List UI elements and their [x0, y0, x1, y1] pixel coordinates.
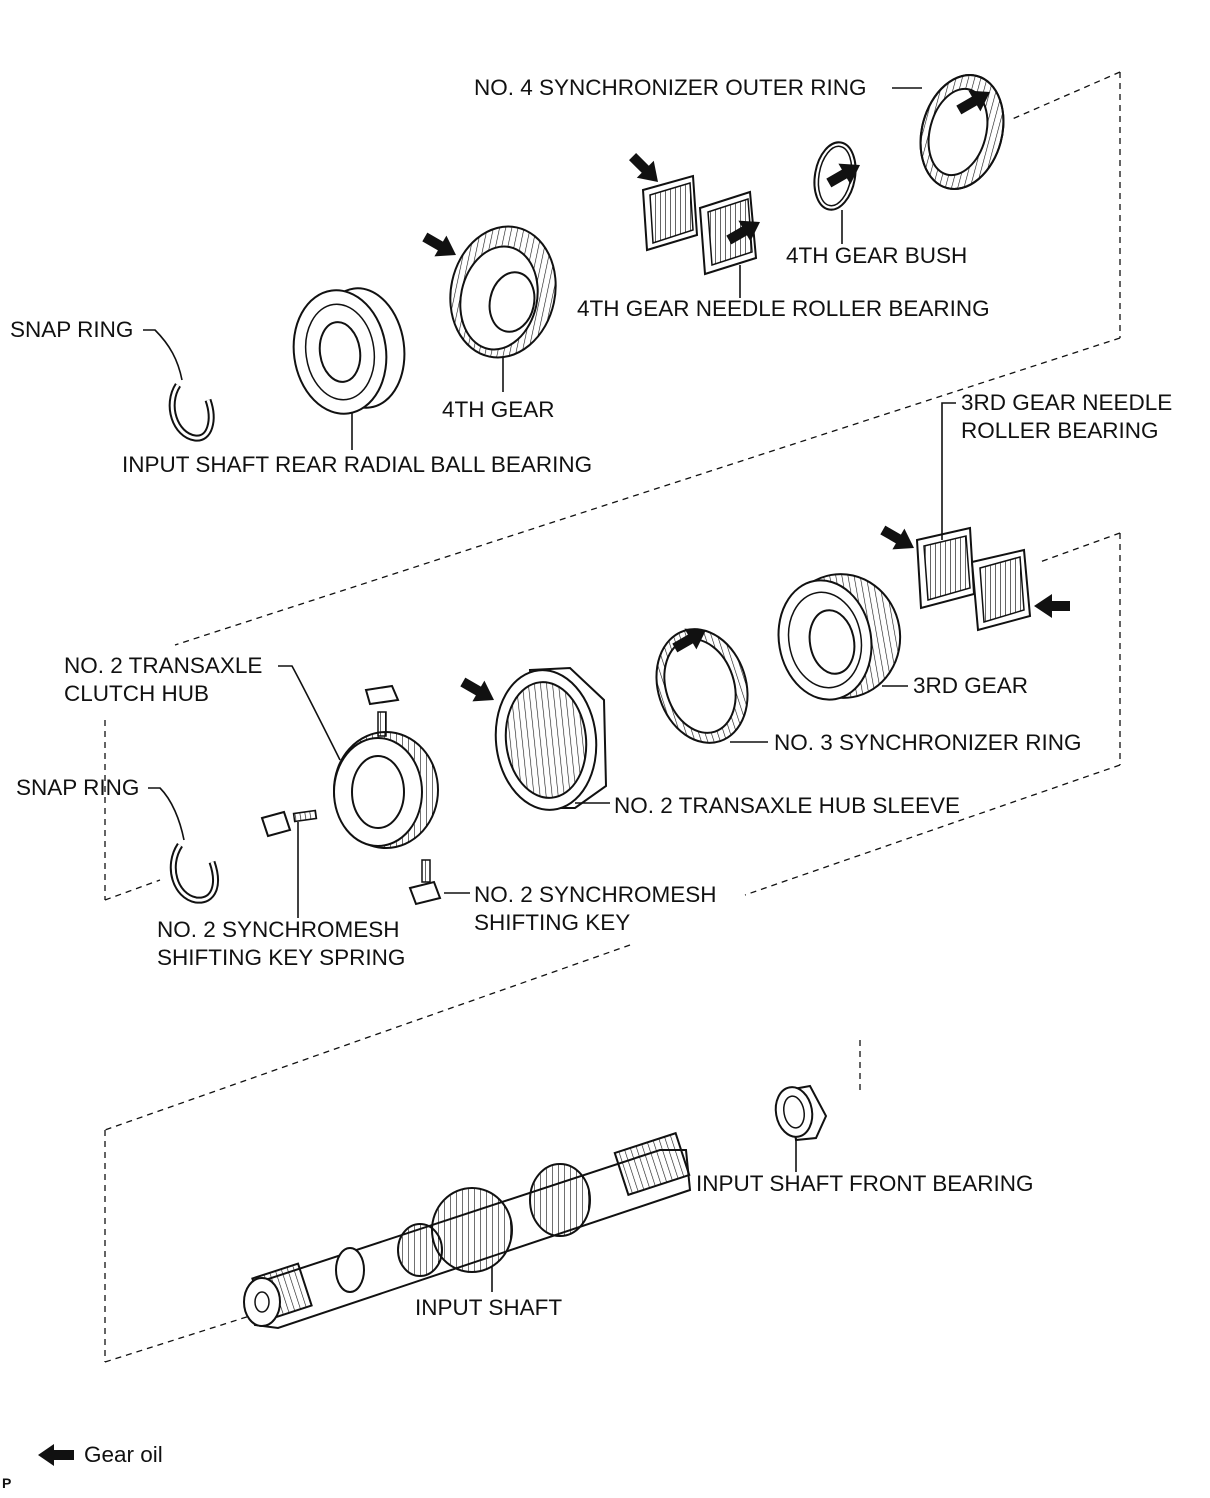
third-gear-needle-bearing-label-line1: 3RD GEAR NEEDLE — [961, 390, 1173, 415]
third-gear-needle-bearing-label-line2: ROLLER BEARING — [961, 418, 1159, 443]
shifting-key-left-drawing — [260, 809, 318, 838]
no2-clutch-hub-drawing — [333, 731, 439, 849]
gear-oil-arrow-icon — [726, 220, 760, 245]
no4-sync-outer-ring-label: NO. 4 SYNCHRONIZER OUTER RING — [474, 75, 867, 100]
no3-synchronizer-ring-drawing — [655, 628, 749, 744]
rear-ball-bearing-drawing — [292, 287, 406, 415]
third-gear-drawing — [777, 573, 902, 701]
legend-gear-oil-text: Gear oil — [84, 1442, 163, 1467]
middle-assembly-frame — [104, 532, 1121, 1131]
upper-assembly-frame — [174, 71, 1121, 646]
no4-synchronizer-outer-ring-drawing — [919, 74, 1005, 190]
gear-oil-arrow-icon — [956, 90, 990, 115]
fourth-gear-bush-label: 4TH GEAR BUSH — [786, 243, 968, 268]
key-spring-label-line1: NO. 2 SYNCHROMESH — [157, 917, 400, 942]
gear-oil-arrow-icon — [422, 232, 456, 257]
legend-gear-oil-arrow-icon — [38, 1444, 74, 1466]
snap-ring-top-label: SNAP RING — [10, 317, 134, 342]
rear-radial-ball-bearing-label: INPUT SHAFT REAR RADIAL BALL BEARING — [122, 452, 593, 477]
gear-oil-arrow-icon — [880, 525, 914, 550]
snap-ring-mid-label: SNAP RING — [16, 775, 140, 800]
third-gear-needle-bearing-right-drawing — [970, 548, 1032, 632]
front-bearing-label: INPUT SHAFT FRONT BEARING — [696, 1171, 1034, 1196]
fourth-gear-label: 4TH GEAR — [442, 397, 555, 422]
input-shaft-front-bearing-drawing — [774, 1084, 828, 1142]
shifting-key-label-line2: SHIFTING KEY — [474, 910, 631, 935]
snap-ring-mid-drawing — [169, 843, 219, 904]
fourth-gear-needle-bearing-right-drawing — [698, 190, 758, 276]
no2-hub-sleeve-drawing — [494, 666, 608, 811]
fourth-gear-drawing — [449, 225, 557, 359]
gear-oil-arrow-icon — [1034, 594, 1070, 618]
snap-ring-top-drawing — [168, 383, 215, 442]
hub-sleeve-label: NO. 2 TRANSAXLE HUB SLEEVE — [614, 793, 960, 818]
gear-oil-arrow-icon — [460, 677, 494, 702]
shifting-key-bottom-drawing — [408, 859, 442, 906]
gear-oil-arrow-icon — [826, 163, 860, 188]
key-spring-label-line2: SHIFTING KEY SPRING — [157, 945, 406, 970]
fourth-gear-needle-bearing-label: 4TH GEAR NEEDLE ROLLER BEARING — [577, 296, 990, 321]
input-shaft-label: INPUT SHAFT — [415, 1295, 563, 1320]
gear-oil-arrow-icon — [629, 153, 658, 182]
clutch-hub-label-line2: CLUTCH HUB — [64, 681, 210, 706]
gear-oil-arrow-group — [422, 90, 1070, 702]
shifting-key-label-line1: NO. 2 SYNCHROMESH — [474, 882, 717, 907]
input-shaft-drawing — [243, 1131, 692, 1330]
no3-sync-ring-label: NO. 3 SYNCHRONIZER RING — [774, 730, 1082, 755]
third-gear-needle-bearing-left-drawing — [915, 526, 976, 610]
corner-mark: P — [2, 1475, 12, 1491]
gear-oil-arrow-icon — [672, 628, 706, 653]
third-gear-label: 3RD GEAR — [913, 673, 1029, 698]
clutch-hub-label-line1: NO. 2 TRANSAXLE — [64, 653, 263, 678]
shifting-key-top-drawing — [364, 684, 400, 737]
fourth-gear-needle-bearing-left-drawing — [641, 174, 699, 252]
